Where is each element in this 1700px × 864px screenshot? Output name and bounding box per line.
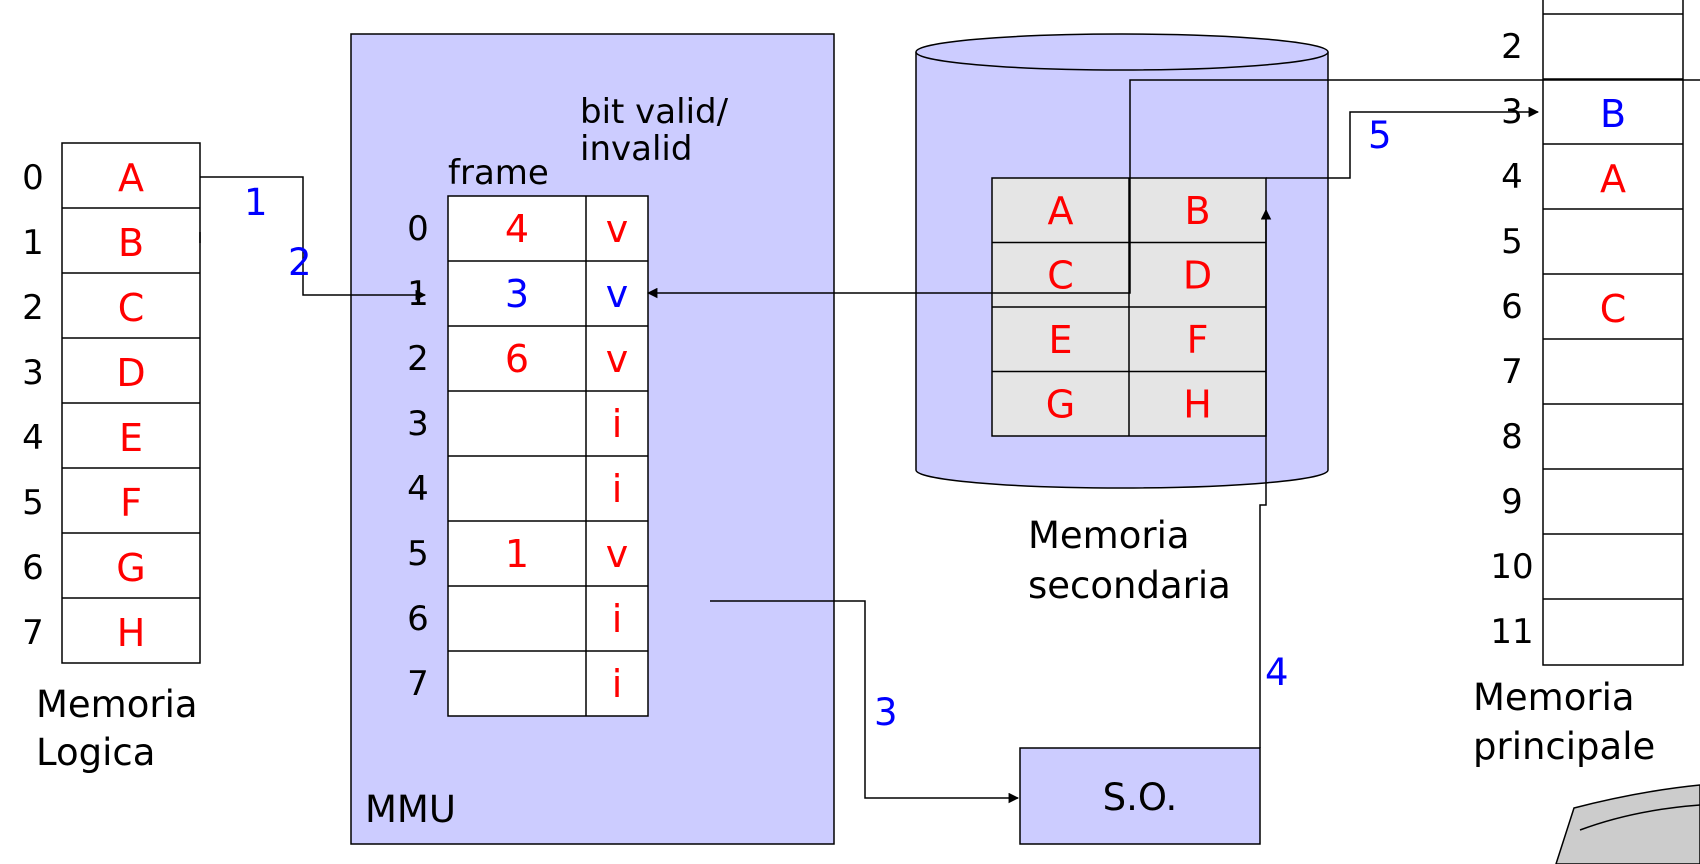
logical-memory: 0 A 1 B 2 C 3 D 4 E 5 F 6 G 7 H Memoria Logica bbox=[22, 142, 201, 774]
step-label-1: 1 bbox=[244, 181, 268, 224]
secondary-memory: A B C D E F G H Memoria secondaria bbox=[915, 33, 1329, 607]
connectors bbox=[199, 79, 1700, 804]
disk-cell: B bbox=[1184, 189, 1210, 233]
secondary-memory-label-2: secondaria bbox=[1028, 564, 1231, 607]
main-memory-index: 8 bbox=[1501, 417, 1523, 457]
secondary-memory-label-1: Memoria bbox=[1028, 514, 1190, 557]
page-table-index: 1 bbox=[407, 274, 429, 314]
main-memory-content: C bbox=[1600, 287, 1627, 331]
disk-cell: D bbox=[1183, 254, 1212, 298]
page-table-frame: 3 bbox=[505, 272, 529, 316]
main-memory-content: A bbox=[1600, 157, 1626, 201]
arrow-step-1-2 bbox=[200, 176, 427, 301]
disk-cell: C bbox=[1047, 254, 1074, 298]
logical-page-index: 5 bbox=[22, 483, 44, 523]
page-table-index: 0 bbox=[407, 209, 429, 249]
page-table-bit: v bbox=[606, 207, 629, 251]
arrow-step-4 bbox=[1259, 208, 1272, 748]
disk-cell: F bbox=[1187, 318, 1209, 362]
page-table-index: 6 bbox=[407, 599, 429, 639]
step-label-5: 5 bbox=[1368, 114, 1392, 157]
main-memory-index: 6 bbox=[1501, 287, 1523, 327]
main-memory-index: 4 bbox=[1501, 157, 1523, 197]
logical-page-index: 0 bbox=[22, 158, 44, 198]
step-label-4: 4 bbox=[1265, 651, 1289, 694]
logical-memory-label-1: Memoria bbox=[36, 683, 198, 726]
step-label-3: 3 bbox=[874, 691, 898, 734]
page-table-bit: i bbox=[612, 467, 623, 511]
logical-page-index: 3 bbox=[22, 353, 44, 393]
arrow-step-3 bbox=[710, 600, 1020, 804]
page-table-frame: 6 bbox=[505, 337, 529, 381]
main-memory-index: 9 bbox=[1501, 482, 1523, 522]
logical-page-index: 1 bbox=[22, 223, 44, 263]
frame-header: frame bbox=[448, 153, 549, 193]
logical-page-content: F bbox=[120, 481, 142, 525]
main-memory-label-1: Memoria bbox=[1473, 676, 1635, 719]
main-memory-content: B bbox=[1600, 92, 1626, 136]
page-table-index: 2 bbox=[407, 339, 429, 379]
logical-page-content: H bbox=[117, 611, 146, 655]
mmu-label: MMU bbox=[365, 788, 456, 831]
disk-cell: H bbox=[1183, 383, 1212, 427]
main-memory-index: 11 bbox=[1490, 612, 1533, 652]
page-table-frame: 4 bbox=[505, 207, 529, 251]
disk-cell: E bbox=[1048, 318, 1072, 362]
page-table-index: 3 bbox=[407, 404, 429, 444]
logical-page-content: B bbox=[118, 221, 144, 265]
main-memory-label-2: principale bbox=[1473, 725, 1655, 768]
page-table-bit: i bbox=[612, 597, 623, 641]
logical-page-content: C bbox=[118, 286, 145, 330]
page-curl-icon bbox=[1555, 784, 1700, 864]
page-table-bit: i bbox=[612, 662, 623, 706]
arrow-step-5 bbox=[1266, 106, 1540, 179]
os-box-rect bbox=[1019, 747, 1261, 845]
step-label-2: 2 bbox=[288, 241, 312, 284]
disk-cell: A bbox=[1048, 189, 1074, 233]
main-memory-index: 5 bbox=[1501, 222, 1523, 262]
page-table-bit: v bbox=[606, 337, 629, 381]
page-table-index: 7 bbox=[407, 664, 429, 704]
os-box: S.O. bbox=[1019, 747, 1261, 845]
logical-page-content: G bbox=[116, 546, 145, 590]
arrow-frame-update bbox=[646, 79, 1700, 299]
page-table-index: 4 bbox=[407, 469, 429, 509]
logical-page-index: 7 bbox=[22, 613, 44, 653]
page-table-bit: i bbox=[612, 402, 623, 446]
main-memory-index: 2 bbox=[1501, 27, 1523, 67]
main-memory-box bbox=[1542, 0, 1684, 666]
logical-page-index: 6 bbox=[22, 548, 44, 588]
logical-page-content: D bbox=[116, 351, 145, 395]
disk-top bbox=[915, 33, 1329, 71]
step-labels: 1 2 3 4 5 bbox=[244, 114, 1392, 734]
page-table-index: 5 bbox=[407, 534, 429, 574]
page-table-bit: v bbox=[606, 532, 629, 576]
bit-header-1: bit valid/ bbox=[580, 92, 729, 132]
page-table-bit: v bbox=[606, 272, 629, 316]
logical-page-index: 2 bbox=[22, 288, 44, 328]
mmu: MMU frame bit valid/ invalid 0 4 v 1 3 v 2 6 v 3 i… bbox=[350, 33, 835, 845]
logical-page-content: E bbox=[119, 416, 143, 460]
logical-page-content: A bbox=[118, 156, 144, 200]
logical-memory-label-2: Logica bbox=[36, 731, 155, 774]
main-memory-index: 7 bbox=[1501, 352, 1523, 392]
logical-page-index: 4 bbox=[22, 418, 44, 458]
main-memory-index: 10 bbox=[1490, 547, 1533, 587]
disk-cell: G bbox=[1046, 383, 1075, 427]
bit-header-2: invalid bbox=[580, 129, 692, 169]
os-box-label: S.O. bbox=[1103, 776, 1178, 819]
page-table-frame: 1 bbox=[505, 532, 529, 576]
